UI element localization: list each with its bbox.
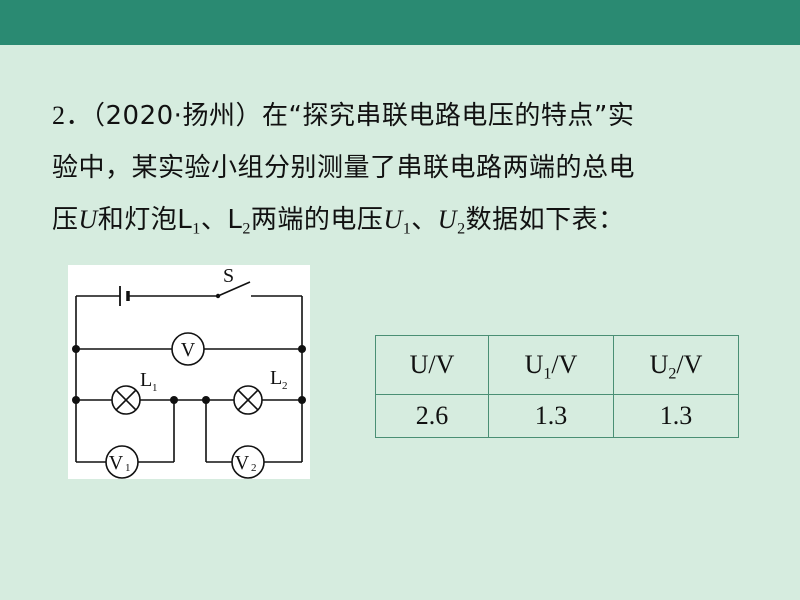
lamp-2-subscript: 2 <box>282 380 288 392</box>
junction-dot <box>298 396 306 404</box>
header-text: U <box>524 350 544 379</box>
text-fragment: 、L <box>200 205 243 235</box>
text-fragment: 数据如下表： <box>465 205 625 235</box>
voltmeter-1-subscript: 1 <box>125 462 131 474</box>
text-fragment: 和灯泡L <box>97 205 193 235</box>
junction-dot <box>72 345 80 353</box>
question-line-3: 压U和灯泡L1、L2两端的电压U1、U2数据如下表： <box>52 194 752 246</box>
header-bar <box>0 0 800 45</box>
junction-dot <box>170 396 178 404</box>
lamp-2-symbol <box>233 385 263 415</box>
header-subscript: 2 <box>668 365 677 383</box>
switch-lever <box>217 281 251 297</box>
voltmeter-1-symbol <box>105 445 139 479</box>
text-fragment: 压 <box>52 205 79 235</box>
header-text: U <box>649 350 669 379</box>
text-fragment: 两端的电压 <box>250 205 384 235</box>
header-text: U/V <box>409 350 455 379</box>
lamp-1-label: L <box>140 369 152 391</box>
question-stem-1: 在“探究串联电路电压的特点”实 <box>261 101 635 131</box>
lamp-2-cross <box>237 389 259 411</box>
subscript: 1 <box>192 220 201 238</box>
lamp-1-symbol <box>111 385 141 415</box>
table-cell: 1.3 <box>613 394 739 438</box>
switch-contact <box>215 293 221 299</box>
subscript: 2 <box>242 220 251 238</box>
table-header-cell: U1/V <box>488 335 614 395</box>
variable-U2: U <box>437 205 458 234</box>
table-row: 2.6 1.3 1.3 <box>375 394 739 438</box>
switch-label: S <box>223 265 234 287</box>
voltmeter-2-subscript: 2 <box>251 462 257 474</box>
question-line-1: 2．（2020·扬州）在“探究串联电路电压的特点”实 <box>52 90 752 142</box>
table-header-cell: U2/V <box>613 335 739 395</box>
question-number: 2． <box>52 101 93 130</box>
variable-U1: U <box>383 205 403 234</box>
table-header-row: U/V U1/V U2/V <box>375 335 739 395</box>
circuit-diagram: S V L 1 L 2 V 1 V 2 <box>68 265 310 479</box>
question-text: 2．（2020·扬州）在“探究串联电路电压的特点”实 验中，某实验小组分别测量了… <box>52 90 752 246</box>
voltmeter-total-label: V <box>181 339 196 361</box>
table-cell: 2.6 <box>375 394 489 438</box>
text-fragment: 、 <box>411 205 438 235</box>
voltage-data-table: U/V U1/V U2/V 2.6 1.3 1.3 <box>375 335 739 438</box>
variable-U: U <box>78 205 98 234</box>
header-text: /V <box>676 350 703 379</box>
header-text: /V <box>551 350 578 379</box>
voltmeter-1-label: V <box>109 452 124 474</box>
lamp-1-subscript: 1 <box>152 382 158 394</box>
voltmeter-2-symbol <box>231 445 265 479</box>
question-line-2: 验中，某实验小组分别测量了串联电路两端的总电 <box>52 153 636 183</box>
voltmeter-total-symbol <box>171 332 205 366</box>
subscript: 2 <box>457 220 466 238</box>
question-source: （2020·扬州） <box>92 101 262 131</box>
table-header-cell: U/V <box>375 335 489 395</box>
junction-dot <box>72 396 80 404</box>
lamp-2-label: L <box>270 367 282 389</box>
header-subscript: 1 <box>543 365 552 383</box>
junction-dot <box>202 396 210 404</box>
voltmeter-2-label: V <box>235 452 250 474</box>
table-cell: 1.3 <box>488 394 614 438</box>
lamp-1-cross <box>115 389 137 411</box>
subscript: 1 <box>402 220 412 238</box>
junction-dot <box>298 345 306 353</box>
